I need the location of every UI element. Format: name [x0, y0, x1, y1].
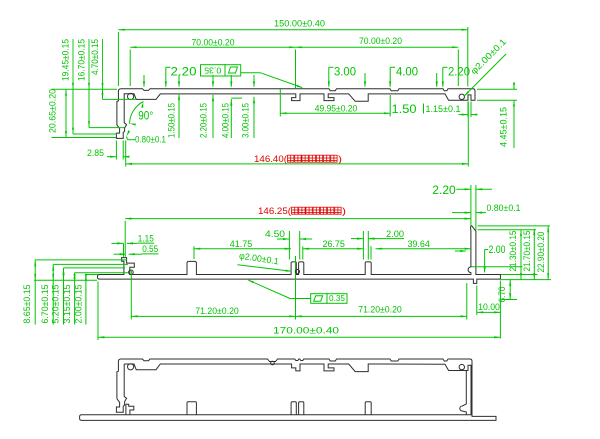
svg-text:): ): [338, 154, 342, 164]
svg-text:19.45±0.15: 19.45±0.15: [61, 39, 71, 81]
svg-text:2.20: 2.20: [448, 65, 470, 79]
svg-text:21.30±0.15: 21.30±0.15: [508, 231, 518, 272]
svg-text:2.20: 2.20: [171, 65, 197, 79]
svg-text:2.20: 2.20: [432, 183, 456, 197]
svg-text:2.00: 2.00: [489, 244, 506, 256]
svg-text:5.20±0.15: 5.20±0.15: [51, 285, 61, 324]
svg-text:10.00: 10.00: [478, 302, 500, 312]
svg-text:3.00±0.15: 3.00±0.15: [241, 103, 251, 138]
svg-text:8.65±0.15: 8.65±0.15: [22, 285, 32, 324]
svg-text:71.20±0.20: 71.20±0.20: [358, 304, 402, 314]
svg-text:39.64: 39.64: [407, 239, 430, 249]
svg-text:0.35: 0.35: [204, 66, 221, 76]
svg-text:1.50±0.15: 1.50±0.15: [167, 103, 177, 138]
svg-text:1.50: 1.50: [392, 102, 417, 116]
svg-text:49.95±0.20: 49.95±0.20: [315, 103, 358, 113]
svg-text:4.00±0.15: 4.00±0.15: [221, 103, 231, 138]
svg-text:0.55: 0.55: [142, 244, 158, 254]
svg-text:70.00±0.20: 70.00±0.20: [359, 36, 402, 46]
svg-text:1.15: 1.15: [138, 234, 154, 244]
svg-text:0.35: 0.35: [329, 293, 345, 303]
svg-text:70.00±0.20: 70.00±0.20: [192, 38, 235, 48]
svg-text:26.75: 26.75: [322, 239, 345, 249]
svg-text:20.65±0.20: 20.65±0.20: [48, 89, 58, 133]
svg-text:0.80±0.1: 0.80±0.1: [487, 203, 521, 213]
svg-text:22.90±0.20: 22.90±0.20: [536, 232, 546, 273]
svg-text:150.00±0.40: 150.00±0.40: [274, 19, 325, 29]
svg-text:41.75: 41.75: [230, 239, 253, 249]
svg-text:6.70±0.15: 6.70±0.15: [40, 285, 50, 324]
svg-text:21.70±0.15: 21.70±0.15: [522, 231, 532, 272]
svg-text:3.15±0.15: 3.15±0.15: [62, 285, 72, 324]
svg-text:2.00±0.15: 2.00±0.15: [74, 285, 84, 324]
svg-text:146.25(: 146.25(: [258, 206, 291, 216]
svg-text:2.00: 2.00: [386, 229, 404, 239]
svg-text:): ): [342, 206, 346, 216]
svg-text:6.70: 6.70: [497, 287, 507, 303]
svg-text:4.70±0.15: 4.70±0.15: [90, 39, 100, 75]
svg-text:2.85: 2.85: [87, 148, 104, 158]
svg-text:90°: 90°: [138, 109, 153, 123]
svg-text:170.00±0.40: 170.00±0.40: [273, 325, 339, 336]
svg-text:16.70±0.15: 16.70±0.15: [77, 39, 87, 81]
svg-text:4.45±0.15: 4.45±0.15: [499, 107, 509, 147]
svg-text:2.20±0.15: 2.20±0.15: [199, 103, 209, 138]
svg-text:4.00: 4.00: [396, 65, 418, 79]
svg-text:1.15±0.1: 1.15±0.1: [426, 104, 461, 114]
svg-text:146.40(: 146.40(: [254, 154, 287, 164]
svg-text:0.80±0.1: 0.80±0.1: [135, 134, 166, 144]
svg-text:4.50: 4.50: [265, 229, 285, 239]
svg-text:71.20±0.20: 71.20±0.20: [195, 306, 239, 316]
svg-text:3.00: 3.00: [334, 65, 356, 79]
